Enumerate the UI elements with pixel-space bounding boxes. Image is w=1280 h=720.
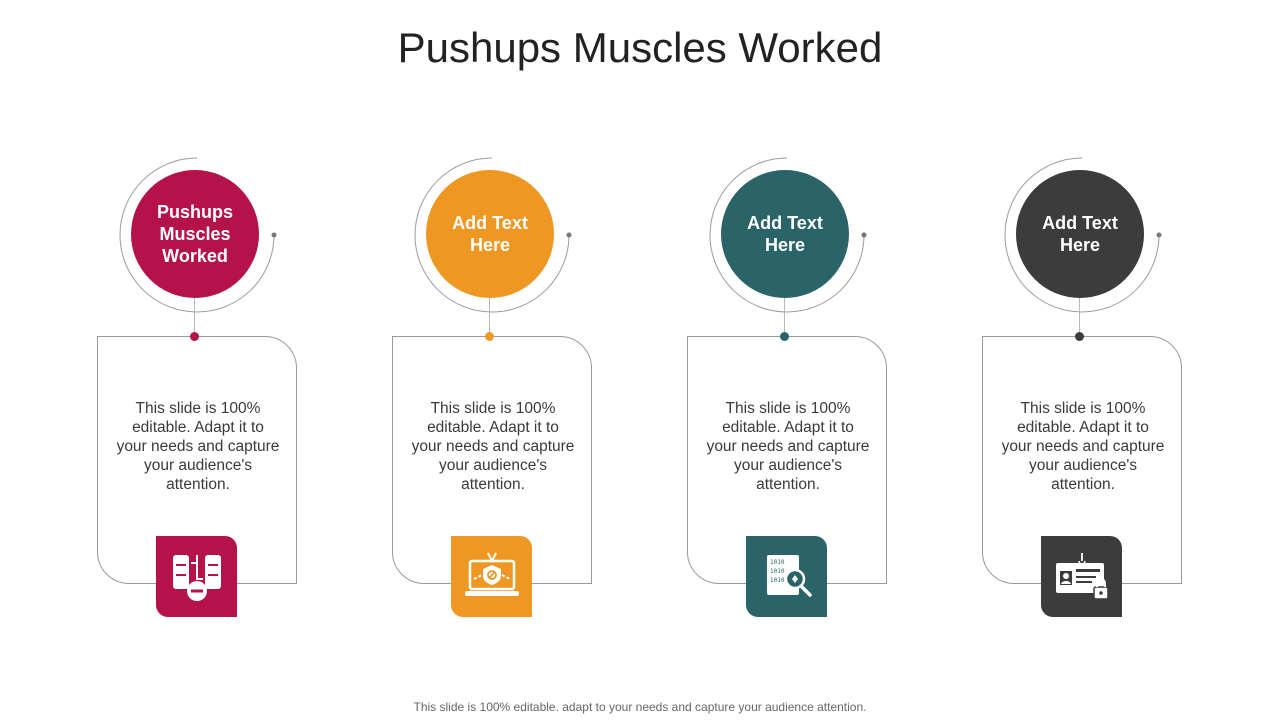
connector-dot <box>780 332 789 341</box>
page-title: Pushups Muscles Worked <box>397 24 883 71</box>
svg-text:1010: 1010 <box>770 577 785 584</box>
decorative-arc <box>1004 157 1162 313</box>
connector-dot <box>485 332 494 341</box>
circle-label-text: Add Text Here <box>1042 213 1118 255</box>
card-text: This slide is 100% editable. Adapt it to… <box>116 400 280 493</box>
connector-line <box>489 298 490 336</box>
connector-line <box>784 298 785 336</box>
connector-line <box>1079 298 1080 336</box>
circle-label-2: Add Text Here <box>426 170 554 298</box>
svg-text:1010: 1010 <box>770 568 785 575</box>
circle-label-text: Add Text Here <box>452 213 528 255</box>
binary-document-search-icon: 1010 1010 1010 <box>746 536 827 617</box>
server-sync-minus-icon <box>156 536 237 617</box>
circle-label-1: Pushups Muscles Worked <box>131 170 259 298</box>
svg-text:1010: 1010 <box>770 559 785 566</box>
card-text: This slide is 100% editable. Adapt it to… <box>411 400 575 493</box>
connector-dot <box>190 332 199 341</box>
column-2: Add Text Here This slide is 100% editabl… <box>392 150 612 630</box>
card-text: This slide is 100% editable. Adapt it to… <box>706 400 870 493</box>
connector-line <box>194 298 195 336</box>
card-text: This slide is 100% editable. Adapt it to… <box>1001 400 1165 493</box>
circle-label-text: Pushups Muscles Worked <box>156 202 233 266</box>
column-4: Add Text Here This slide is 100% editabl… <box>982 150 1202 630</box>
footer-note: This slide is 100% editable. adapt to yo… <box>413 700 867 714</box>
decorative-arc <box>414 157 572 313</box>
decorative-arc <box>119 157 277 313</box>
column-3: Add Text Here This slide is 100% editabl… <box>687 150 907 630</box>
connector-dot <box>1075 332 1084 341</box>
circle-label-text: Add Text Here <box>747 213 823 255</box>
circle-label-3: Add Text Here <box>721 170 849 298</box>
circle-label-4: Add Text Here <box>1016 170 1144 298</box>
laptop-security-shield-icon <box>451 536 532 617</box>
column-1: Pushups Muscles Worked This slide is 100… <box>97 150 317 630</box>
decorative-arc <box>709 157 867 313</box>
id-card-lock-icon <box>1041 536 1122 617</box>
